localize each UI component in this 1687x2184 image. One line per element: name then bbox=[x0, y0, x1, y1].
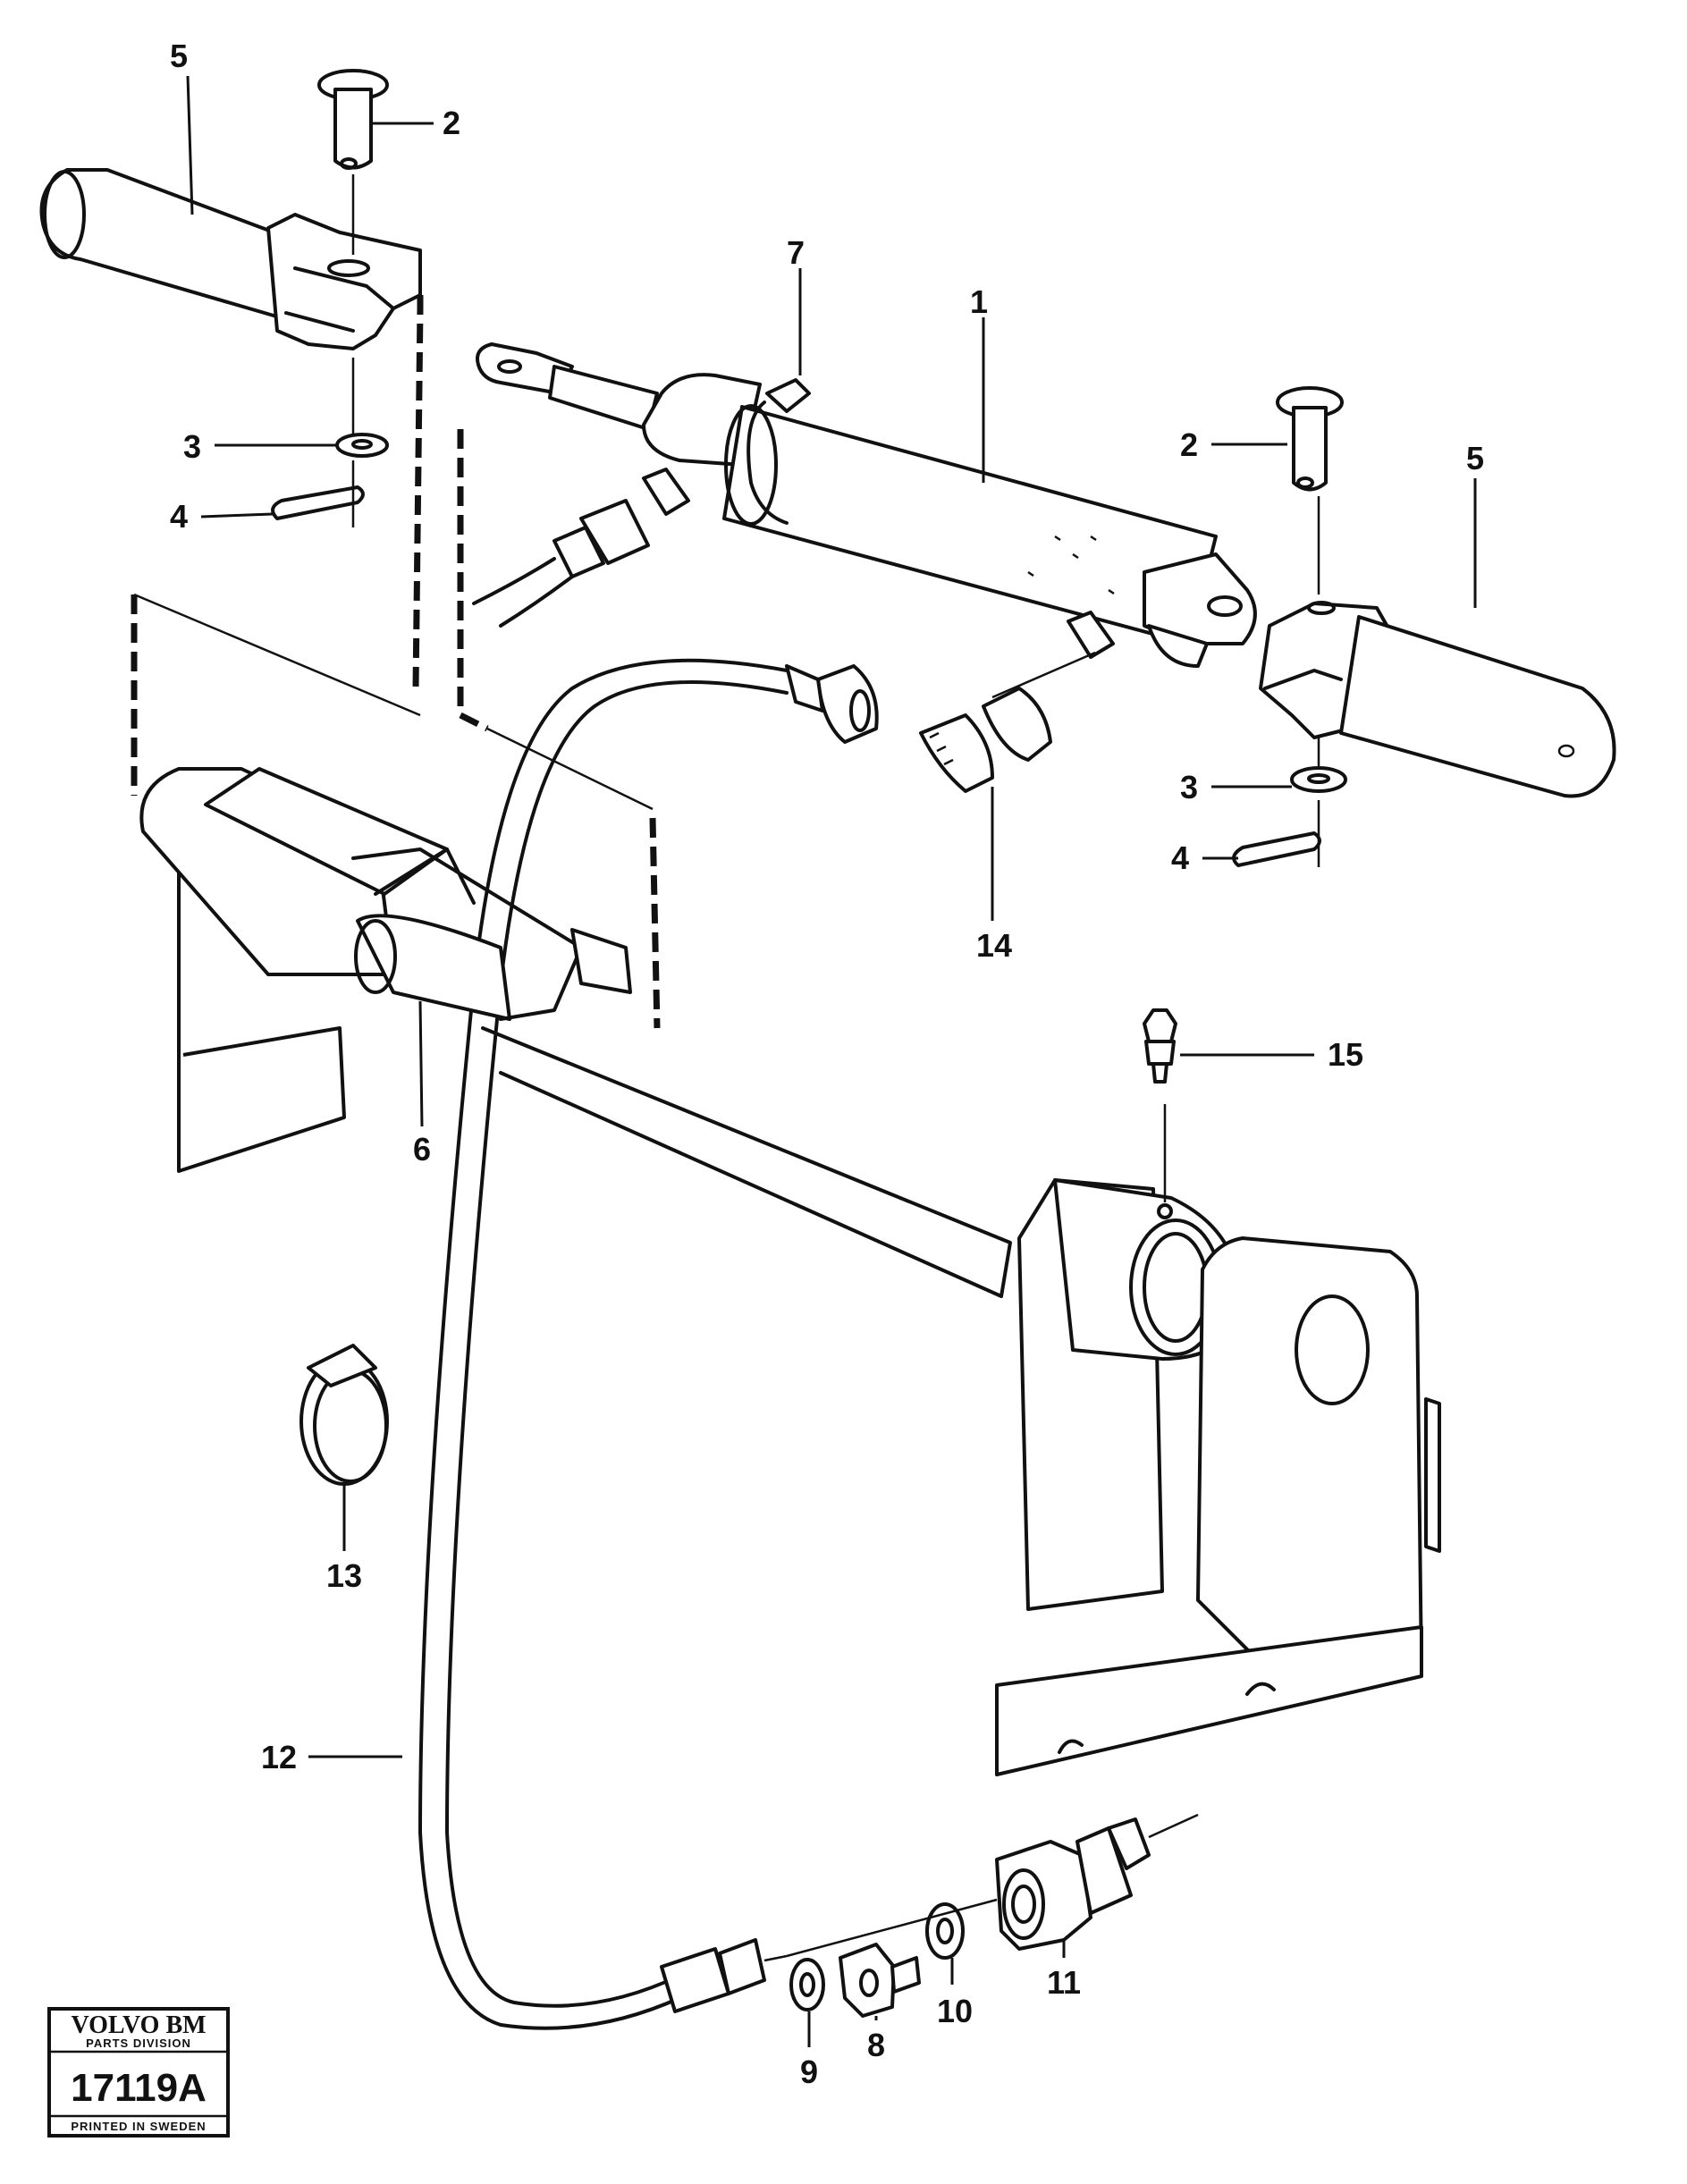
callout-12: 12 bbox=[261, 1739, 297, 1775]
callout-5-right: 5 bbox=[1466, 440, 1484, 476]
part-3-left-washer bbox=[335, 358, 389, 458]
callout-13: 13 bbox=[326, 1557, 362, 1594]
mounting-bracket bbox=[995, 1104, 1441, 1776]
detail-frame-left bbox=[131, 295, 661, 1029]
callout-9: 9 bbox=[800, 2053, 818, 2090]
callout-4-left: 4 bbox=[170, 498, 188, 535]
stamp-code: 17119A bbox=[71, 2066, 207, 2110]
callouts: 5 2 7 1 2 5 3 4 3 4 14 15 6 13 12 9 8 10… bbox=[170, 38, 1484, 2090]
part-4-left-cotter-pin bbox=[271, 460, 365, 527]
part-6-boom-assembly bbox=[139, 767, 1012, 1298]
part-9-washer bbox=[789, 1958, 825, 2011]
stamp-printed: PRINTED IN SWEDEN bbox=[71, 2120, 206, 2133]
stamp-brand: VOLVO BM bbox=[71, 2011, 206, 2039]
part-2-left-pin bbox=[317, 69, 389, 255]
callout-11: 11 bbox=[1047, 1964, 1081, 2001]
upper-hose-fitting bbox=[472, 499, 650, 628]
stamp-division: PARTS DIVISION bbox=[86, 2036, 191, 2050]
callout-10: 10 bbox=[937, 1993, 973, 2029]
callout-4-right: 4 bbox=[1171, 839, 1189, 876]
leader-lines bbox=[186, 75, 1477, 2047]
part-14-elbow-fitting bbox=[919, 651, 1096, 793]
callout-7: 7 bbox=[787, 234, 805, 271]
middle-hose-nut bbox=[785, 664, 879, 744]
part-2-right-pin bbox=[1276, 386, 1344, 594]
callout-8: 8 bbox=[867, 2027, 885, 2063]
callout-3-left: 3 bbox=[183, 428, 201, 465]
part-1-hydraulic-cylinder bbox=[476, 342, 1257, 668]
callout-2-right: 2 bbox=[1180, 426, 1198, 463]
part-3-right-washer bbox=[1290, 738, 1347, 793]
part-12-hose bbox=[418, 658, 789, 2030]
callout-5-left: 5 bbox=[170, 38, 188, 74]
callout-15: 15 bbox=[1328, 1036, 1363, 1073]
part-15-grease-nipple bbox=[1143, 1008, 1177, 1084]
callout-6: 6 bbox=[413, 1131, 431, 1168]
part-13-hose-clamp bbox=[299, 1344, 389, 1486]
fitting-center-axis bbox=[786, 1898, 998, 1958]
part-8-adapter bbox=[839, 1943, 921, 2018]
callout-3-right: 3 bbox=[1180, 769, 1198, 805]
part-11-quick-coupling bbox=[995, 1813, 1199, 1951]
callout-14: 14 bbox=[976, 927, 1012, 964]
callout-1: 1 bbox=[970, 283, 988, 320]
callout-2-left: 2 bbox=[443, 105, 460, 141]
part-10-washer bbox=[925, 1902, 965, 1960]
part-5-left-clevis-cylinder bbox=[39, 168, 422, 350]
volvo-bm-stamp: VOLVO BM PARTS DIVISION 17119A PRINTED I… bbox=[47, 2007, 230, 2138]
part-5-right-clevis-cylinder bbox=[1259, 601, 1616, 798]
part-4-right-cotter-pin bbox=[1232, 800, 1321, 867]
